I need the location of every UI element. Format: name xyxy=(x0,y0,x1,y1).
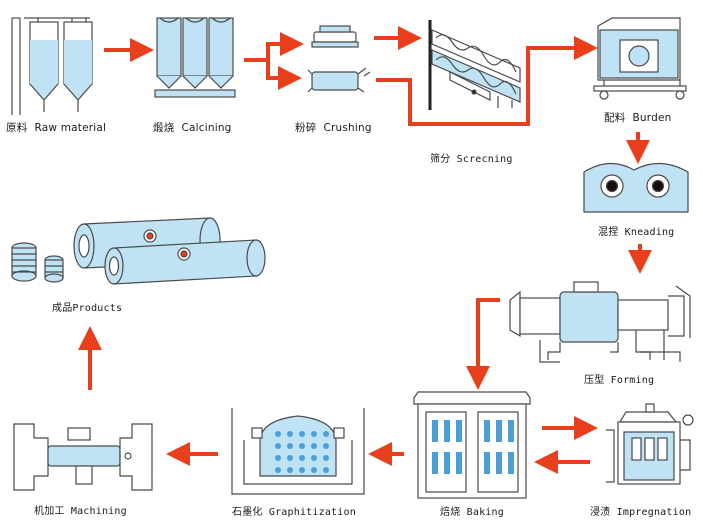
label-forming: 压型 Forming xyxy=(584,375,655,386)
label-kneading: 混捏 Kneading xyxy=(598,227,675,238)
impregnation-tank-icon xyxy=(606,403,694,485)
arrow-forming-to-baking xyxy=(466,298,500,390)
screening-machine-icon xyxy=(428,20,521,110)
arrow-calcining-to-crushing xyxy=(244,42,290,78)
machining-lathe-icon xyxy=(13,423,153,491)
label-graphitization: 石墨化 Graphitization xyxy=(232,507,356,518)
calcining-furnace-icon xyxy=(154,17,236,98)
graphite-electrode-products-icon xyxy=(11,217,266,285)
raw-material-silos-icon xyxy=(11,17,93,115)
arrow-crushing-to-screening-bottom xyxy=(376,36,598,126)
label-impregnation: 浸渍 Impregnation xyxy=(590,507,692,518)
kneading-machine-icon xyxy=(583,162,689,213)
label-crushing: 粉碎 Crushing xyxy=(295,122,372,134)
label-products: 成品Products xyxy=(52,303,123,314)
label-machining: 机加工 Machining xyxy=(34,506,127,517)
burden-batching-icon xyxy=(593,17,687,100)
label-raw-material: 原料 Raw material xyxy=(6,122,107,134)
label-burden: 配料 Burden xyxy=(604,112,672,124)
label-screening: 筛分 Screcning xyxy=(430,154,513,165)
label-calcining: 煅烧 Calcining xyxy=(153,122,232,134)
label-baking: 焙烧 Baking xyxy=(440,507,504,518)
crushing-machine-icon xyxy=(307,25,371,93)
flow-arrows xyxy=(78,26,652,474)
graphitization-furnace-icon xyxy=(231,408,365,495)
baking-furnace-icon xyxy=(413,391,531,499)
forming-press-icon xyxy=(509,281,691,363)
